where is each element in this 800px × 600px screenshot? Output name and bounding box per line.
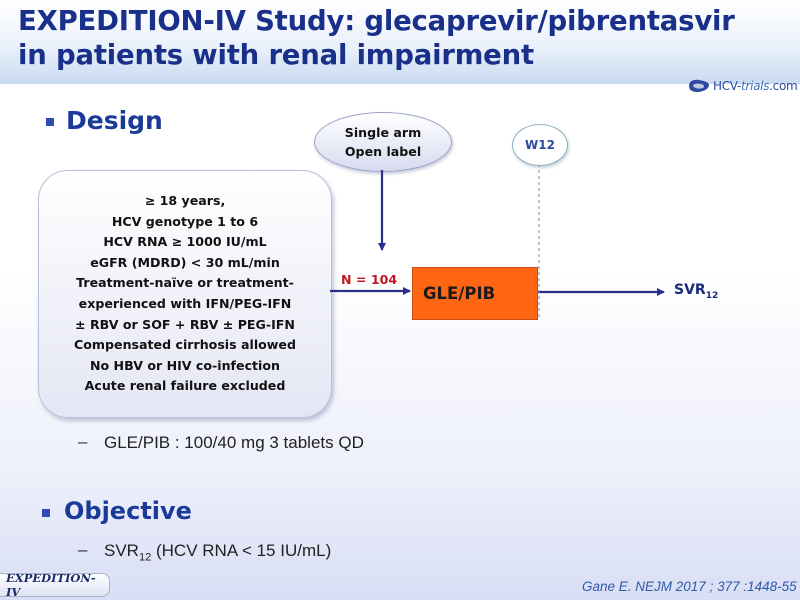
study-footer-tag: EXPEDITION-IV — [0, 571, 110, 599]
single-arm-label: Single arm — [344, 125, 422, 140]
treatment-label: GLE/PIB — [423, 284, 496, 303]
treatment-box: GLE/PIB — [412, 267, 538, 320]
title-line-1: EXPEDITION-IV Study: glecaprevir/pibrent… — [18, 5, 735, 37]
criteria-line: eGFR (MDRD) < 30 mL/min — [90, 254, 280, 270]
criteria-line: HCV genotype 1 to 6 — [111, 213, 259, 229]
title-line-2: in patients with renal impairment — [18, 39, 534, 71]
criteria-line: Treatment-naïve or treatment- — [76, 275, 294, 291]
criteria-line: HCV RNA ≥ 1000 IU/mL — [103, 234, 267, 250]
week-12-marker: W12 — [512, 124, 568, 166]
sample-size-label: N = 104 — [341, 272, 398, 287]
week-12-label: W12 — [525, 138, 555, 152]
objective-text: SVR12 (HCV RNA < 15 IU/mL) — [104, 541, 332, 564]
title-bar: EXPEDITION-IV Study: glecaprevir/pibrent… — [0, 0, 800, 84]
slide-title: EXPEDITION-IV Study: glecaprevir/pibrent… — [18, 4, 735, 72]
design-type-ellipse: Single arm Open label — [314, 112, 452, 172]
criteria-line: ± RBV or SOF + RBV ± PEG-IFN — [75, 316, 295, 332]
design-bullet — [46, 118, 54, 126]
study-footer-label: EXPEDITION-IV — [6, 571, 96, 599]
citation: Gane E. NEJM 2017 ; 377 :1448-55 — [582, 579, 797, 594]
criteria-line: Acute renal failure excluded — [84, 378, 286, 394]
criteria-line: Compensated cirrhosis allowed — [74, 337, 296, 353]
logo-text: HCV-trials.com — [713, 79, 798, 93]
hcv-trials-logo: HCV-trials.com — [688, 76, 798, 96]
objective-bullet — [42, 509, 50, 517]
criteria-line: No HBV or HIV co-infection — [89, 357, 280, 373]
criteria-line: ≥ 18 years, — [144, 193, 226, 209]
design-heading: Design — [66, 106, 163, 135]
outcome-label: SVR12 — [674, 282, 719, 301]
liver-logo-icon — [689, 79, 709, 92]
dosing-text: GLE/PIB : 100/40 mg 3 tablets QD — [104, 433, 364, 452]
open-label-label: Open label — [344, 144, 422, 159]
criteria-line: experienced with IFN/PEG-IFN — [78, 296, 292, 311]
eligibility-criteria-box: ≥ 18 years, HCV genotype 1 to 6 HCV RNA … — [38, 170, 332, 418]
objective-heading: Objective — [64, 497, 192, 525]
dosing-dash: – — [78, 432, 88, 451]
objective-dash: – — [78, 540, 88, 559]
